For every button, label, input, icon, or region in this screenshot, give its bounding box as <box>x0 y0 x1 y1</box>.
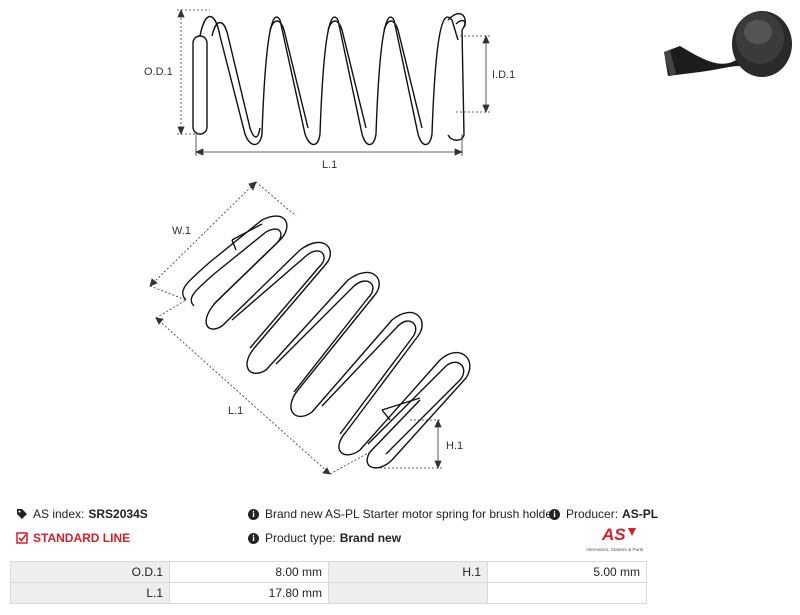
description: i Brand new AS-PL Starter motor spring f… <box>248 504 556 524</box>
spec-value: 5.00 mm <box>487 561 647 583</box>
as-index-label: AS index: <box>33 507 85 521</box>
as-logo: AS Alternators, Starters & Parts <box>586 525 644 552</box>
w-label: W.1 <box>172 225 191 237</box>
spec-label: O.D.1 <box>10 561 170 583</box>
spec-value <box>487 582 647 604</box>
standard-line: STANDARD LINE <box>16 528 130 548</box>
table-row: O.D.1 8.00 mm H.1 5.00 mm <box>10 561 647 583</box>
as-index: AS index: SRS2034S <box>16 504 148 524</box>
logo-mark: AS <box>601 525 626 544</box>
logo-tagline: Alternators, Starters & Parts <box>586 547 644 552</box>
description-text: Brand new AS-PL Starter motor spring for… <box>265 507 557 521</box>
producer-value: AS-PL <box>622 507 659 521</box>
table-row: L.1 17.80 mm <box>10 582 647 604</box>
product-photo <box>664 11 792 77</box>
product-type: i Product type: Brand new <box>248 528 401 548</box>
product-type-value: Brand new <box>339 531 402 545</box>
standard-line-text: STANDARD LINE <box>33 531 131 545</box>
spring-diagram: O.D.1 I.D.1 L.1 W.1 L.1 H.1 <box>144 8 792 475</box>
spec-value: 8.00 mm <box>169 561 329 583</box>
tag-icon <box>17 509 27 519</box>
producer: i Producer: AS-PL <box>549 504 658 524</box>
producer-label: Producer: <box>566 507 619 521</box>
info-icon: i <box>549 508 560 520</box>
info-row-2: STANDARD LINE i Product type: Brand new <box>0 528 800 548</box>
spec-label: L.1 <box>10 582 170 604</box>
id-label: I.D.1 <box>492 69 515 81</box>
info-row-1: AS index: SRS2034S i Brand new AS-PL Sta… <box>0 504 800 524</box>
top-spring-drawing <box>192 13 466 146</box>
spec-label <box>328 582 488 604</box>
info-icon: i <box>248 508 259 520</box>
info-icon: i <box>248 532 259 544</box>
bottom-spring-drawing <box>182 215 471 469</box>
as-index-value: SRS2034S <box>88 507 148 521</box>
checkbox-icon <box>16 532 28 544</box>
l-label-bottom: L.1 <box>228 405 243 417</box>
spec-table: O.D.1 8.00 mm H.1 5.00 mm L.1 17.80 mm <box>10 561 647 604</box>
spec-label: H.1 <box>328 561 488 583</box>
spec-value: 17.80 mm <box>169 582 329 604</box>
od-label: O.D.1 <box>144 66 173 78</box>
product-type-label: Product type: <box>265 531 336 545</box>
l-label-top: L.1 <box>322 159 337 171</box>
h-label: H.1 <box>446 440 463 452</box>
